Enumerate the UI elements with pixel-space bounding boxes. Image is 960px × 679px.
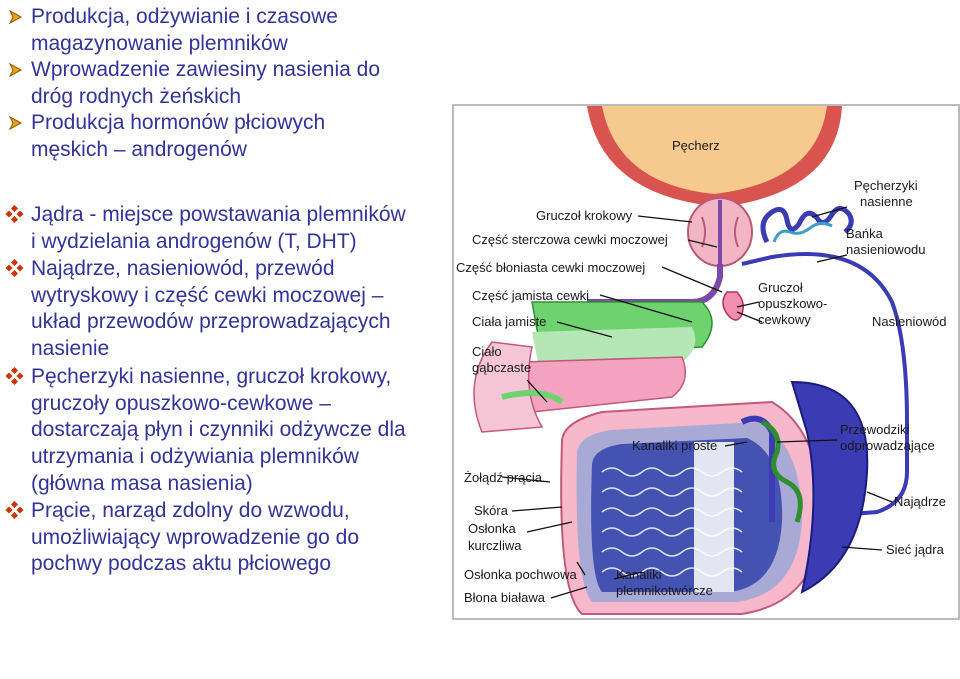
bullet-line: i wydzielania androgenów (T, DHT) xyxy=(31,229,357,253)
label-pecherzyki-1: Pęcherzyki xyxy=(854,178,918,193)
label-banka-1: Bańka xyxy=(846,226,883,241)
label-przewodziki-2: odprowadzające xyxy=(840,438,935,453)
arrow-bullet-item-2: Wprowadzenie zawiesiny nasienia do dróg … xyxy=(4,57,380,110)
label-cialo-1: Ciało xyxy=(472,344,502,359)
bullet-line: nasienie xyxy=(31,337,110,361)
bullet-line: dróg rodnych żeńskich xyxy=(31,84,242,108)
testis-shape xyxy=(560,400,824,615)
label-banka-2: nasieniowodu xyxy=(846,242,926,257)
bullet-line: Wprowadzenie zawiesiny nasienia do xyxy=(31,58,381,81)
bullet-line: dostarczają płyn i czynniki odżywcze dla xyxy=(31,418,406,442)
bullet-line: utrzymania i odżywiania plemników xyxy=(31,445,359,469)
bullet-line: Prącie, narząd zdolny do wzwodu, xyxy=(31,499,350,522)
diamond-bullet-icon xyxy=(5,500,24,520)
epididymis-shape xyxy=(790,380,869,594)
penis-shape xyxy=(473,301,713,433)
arrow-bullet-item-3: Produkcja hormonów płciowych męskich – a… xyxy=(4,110,325,163)
label-gruczol-krokowy: Gruczoł krokowy xyxy=(536,208,633,223)
label-oslonka-kurczliwa-1: Osłonka xyxy=(468,521,516,536)
bullet-line: pochwy podczas aktu płciowego xyxy=(31,552,332,576)
label-czesc-bloniasta: Część błoniasta cewki moczowej xyxy=(456,260,646,275)
label-czesc-jamista: Część jamista cewki xyxy=(472,288,590,303)
vas-deferens-path xyxy=(741,252,909,516)
bullet-line: (główna masa nasienia) xyxy=(31,471,253,495)
label-gruczol-opusz-2: opuszkowo- xyxy=(758,296,828,311)
arrow-bullet-icon xyxy=(8,62,23,78)
label-pecherzyki-2: nasienne xyxy=(860,194,913,209)
label-gruczol-opusz-1: Gruczoł xyxy=(758,280,803,295)
bullet-line: wytryskowy i część cewki moczowej – xyxy=(31,283,384,307)
bullet-line: Najądrze, nasieniowód, przewód xyxy=(31,257,335,280)
label-najadrze: Najądrze xyxy=(894,494,947,509)
diamond-bullet-item-3: Pęcherzyki nasienne, gruczoł krokowy, gr… xyxy=(4,364,406,498)
leader-lines xyxy=(501,206,893,599)
anatomy-illustration xyxy=(473,106,909,615)
arrow-bullet-icon xyxy=(8,115,23,131)
arrow-bullet-item-1: Produkcja, odżywianie i czasowe magazyno… xyxy=(4,4,338,57)
prostate-shape xyxy=(687,197,753,267)
bullet-line: Pęcherzyki nasienne, gruczoł krokowy, xyxy=(31,365,392,388)
bullet-line: układ przewodów przeprowadzających xyxy=(31,310,391,334)
label-kanaliki-plem-2: plemnikotwórcze xyxy=(616,583,713,598)
label-cialo-2: gąbczaste xyxy=(472,360,532,375)
label-pecherz: Pęcherz xyxy=(672,138,720,153)
label-skora: Skóra xyxy=(474,503,508,518)
bullet-line: umożliwiający wprowadzenie go do xyxy=(31,525,360,549)
label-ciala-jamiste: Ciała jamiste xyxy=(472,314,547,329)
label-siec-jadra: Sieć jądra xyxy=(886,542,944,557)
bullet-line: gruczoły opuszkowo-cewkowe – xyxy=(31,391,331,415)
bullet-line: Jądra - miejsce powstawania plemników xyxy=(31,203,406,226)
diamond-bullet-item-4: Prącie, narząd zdolny do wzwodu, umożliw… xyxy=(4,498,359,578)
bladder-shape xyxy=(587,106,842,207)
label-blona-biala: Błona biaława xyxy=(464,590,545,605)
label-nasieniowod: Nasieniowód xyxy=(872,314,947,329)
seminal-vesicle-shape xyxy=(760,206,854,244)
anatomy-figure: Pęcherz Pęcherzyki nasienne Gruczoł krok… xyxy=(452,104,960,620)
label-oslonka-kurczliwa-2: kurczliwa xyxy=(468,538,522,553)
bullet-line: Produkcja, odżywianie i czasowe xyxy=(31,5,338,28)
diamond-bullet-icon xyxy=(5,204,24,224)
label-oslonka-pochwowa: Osłonka pochwowa xyxy=(464,567,577,582)
label-czesc-sterczowa: Część sterczowa cewki moczowej xyxy=(472,232,668,247)
bullet-line: Produkcja hormonów płciowych xyxy=(31,111,326,134)
label-kanaliki-proste: Kanaliki proste xyxy=(632,438,718,453)
arrow-bullet-icon xyxy=(8,9,23,25)
label-gruczol-opusz-3: cewkowy xyxy=(758,312,811,327)
diamond-bullet-item-1: Jądra - miejsce powstawania plemników i … xyxy=(4,202,406,255)
label-kanaliki-plem-1: Kanaliki xyxy=(616,567,662,582)
diamond-bullet-icon xyxy=(5,258,24,278)
bullet-line: magazynowanie plemników xyxy=(31,31,288,55)
diamond-bullet-item-2: Najądrze, nasieniowód, przewód wytryskow… xyxy=(4,256,391,363)
bullet-line: męskich – androgenów xyxy=(31,137,247,161)
diamond-bullet-icon xyxy=(5,366,24,386)
label-przewodziki-1: Przewodziki xyxy=(840,422,910,437)
label-zoladz: Żołądź prącia xyxy=(464,470,543,485)
